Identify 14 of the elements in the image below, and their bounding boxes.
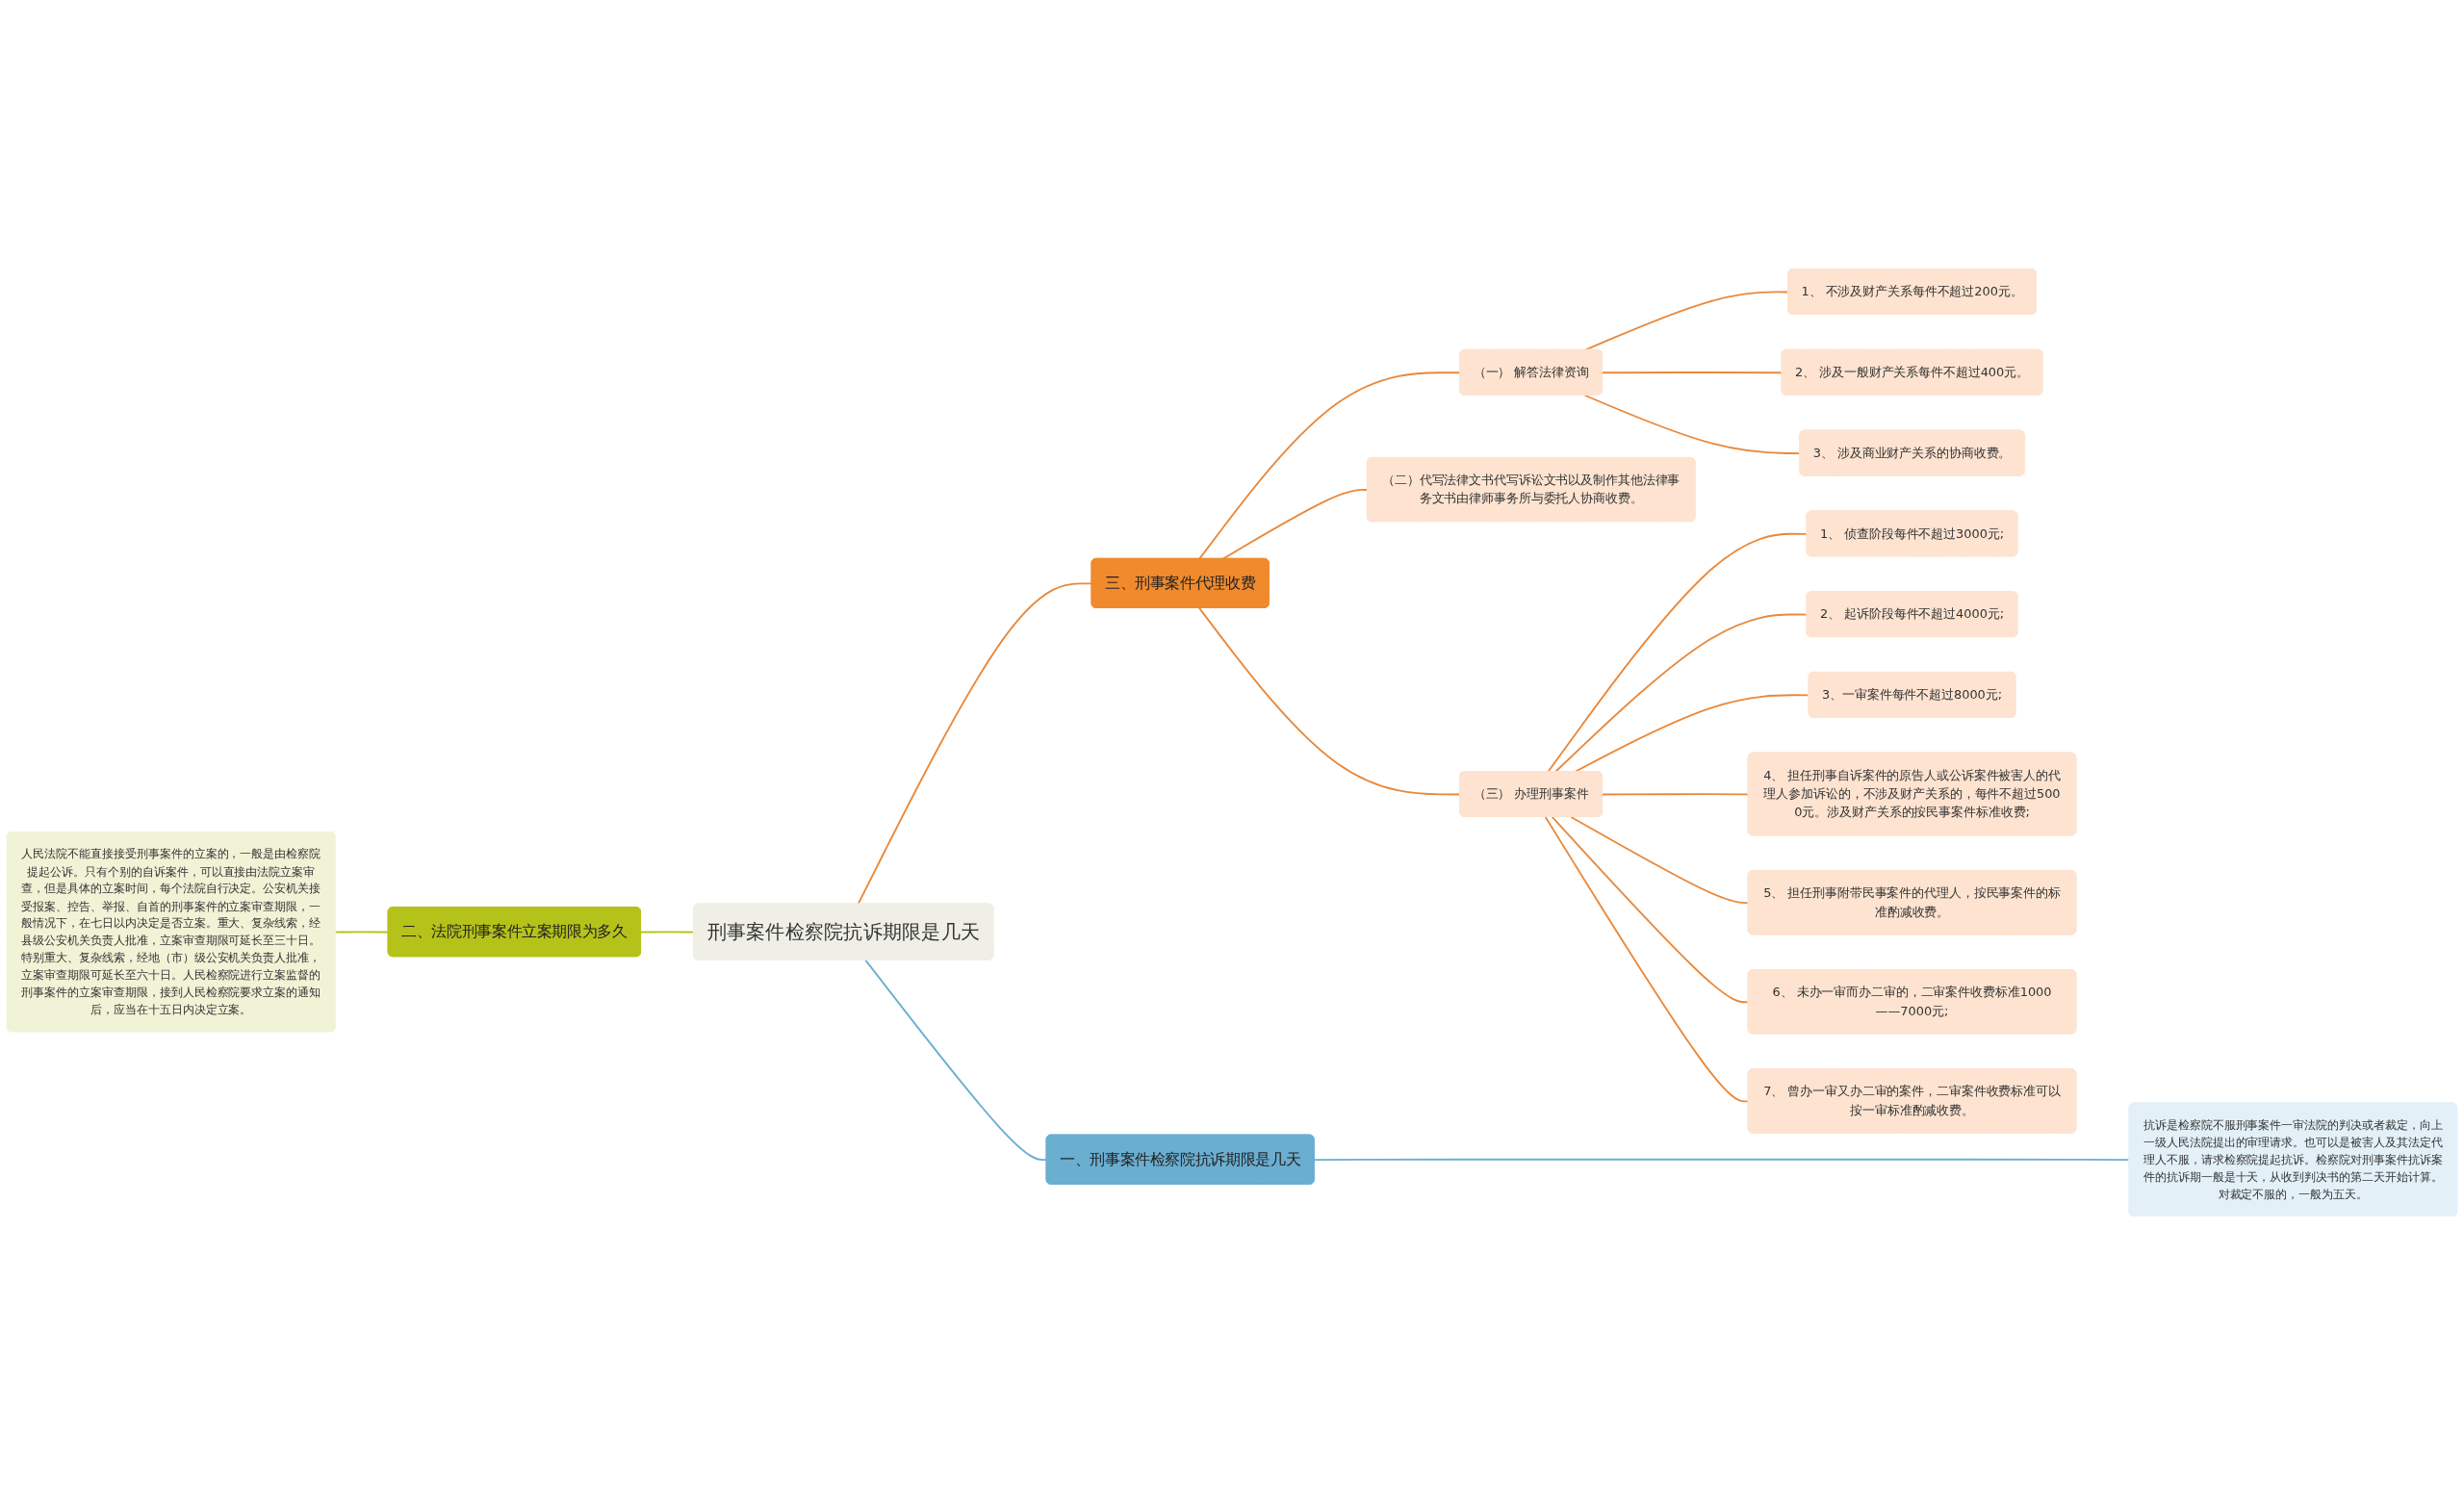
connector [864, 959, 1048, 1162]
connector [1602, 371, 1784, 374]
connector [857, 582, 1093, 906]
connector [1574, 694, 1810, 773]
connector [1551, 816, 1750, 1004]
connector [1547, 532, 1809, 773]
connector [1602, 793, 1750, 796]
connector [334, 931, 390, 934]
connector [1583, 291, 1789, 351]
connector [1313, 1158, 2131, 1162]
connector [1544, 816, 1750, 1103]
connector [1570, 816, 1750, 905]
connector [1554, 613, 1809, 773]
connector [1221, 489, 1369, 560]
